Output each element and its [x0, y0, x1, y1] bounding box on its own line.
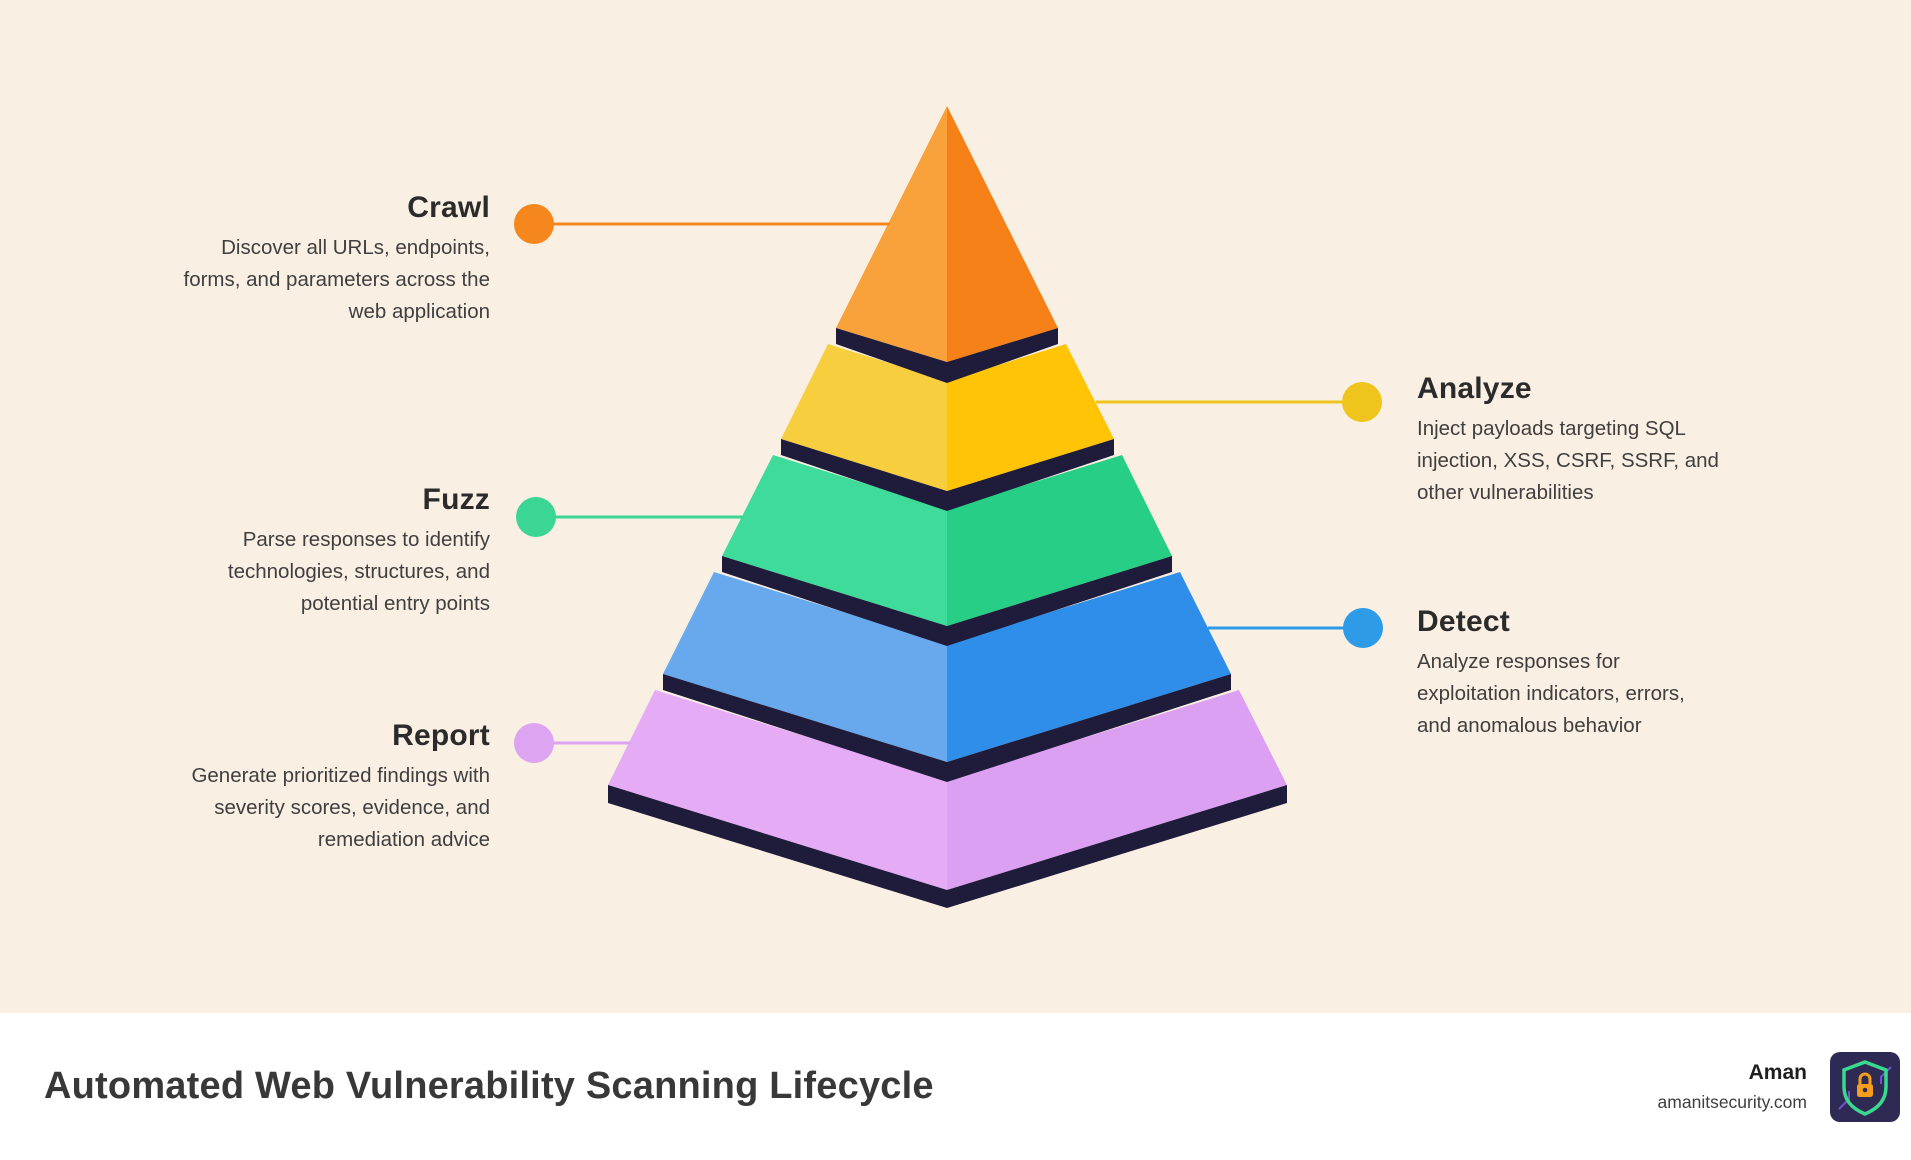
pyramid-level-fuzz-right	[947, 455, 1172, 626]
pyramid-level-analyze-right	[947, 344, 1114, 491]
label-analyze-description: Inject payloads targeting SQL injection,…	[1417, 417, 1719, 504]
circuit-line-icon	[1838, 1090, 1850, 1110]
label-report-description: Generate prioritized findings with sever…	[191, 764, 490, 851]
pyramid-level-fuzz-left	[722, 455, 947, 626]
pyramid-separator-3	[722, 556, 1172, 646]
connector-dot-analyze	[1342, 382, 1382, 422]
footer-title: Automated Web Vulnerability Scanning Lif…	[44, 1065, 934, 1107]
label-crawl-title: Crawl	[407, 191, 490, 224]
pyramid-level-crawl-right	[947, 106, 1058, 362]
pyramid-level-detect-right	[947, 572, 1231, 762]
connector-dot-crawl	[514, 204, 554, 244]
pyramid-level-detect-left	[663, 572, 947, 762]
footer-credit-group: Aman amanitsecurity.com	[1658, 1051, 1901, 1123]
label-fuzz: Fuzz Parse responses to identify technol…	[170, 482, 490, 620]
pyramid-separator-2	[781, 439, 1114, 511]
pyramid-separator-1	[836, 328, 1058, 383]
author-name: Aman	[1748, 1060, 1807, 1084]
author-website: amanitsecurity.com	[1657, 1091, 1807, 1112]
pyramid-level-analyze-left	[781, 344, 947, 491]
label-report-title: Report	[392, 719, 490, 752]
label-detect-title: Detect	[1417, 605, 1510, 638]
connector-dot-report	[514, 723, 554, 763]
label-crawl-description: Discover all URLs, endpoints, forms, and…	[183, 236, 491, 323]
label-report: Report Generate prioritized findings wit…	[170, 718, 490, 856]
label-detect-description: Analyze responses for exploitation indic…	[1417, 650, 1685, 737]
label-crawl: Crawl Discover all URLs, endpoints, form…	[170, 190, 491, 328]
brand-logo	[1830, 1051, 1900, 1122]
label-analyze-title: Analyze	[1417, 372, 1532, 405]
connector-dot-detect	[1343, 608, 1383, 648]
label-fuzz-description: Parse responses to identify technologies…	[227, 528, 490, 615]
pyramid-level-report-left	[608, 690, 947, 890]
keyhole-icon	[1862, 1087, 1868, 1092]
label-analyze: Analyze Inject payloads targeting SQL in…	[1417, 371, 1807, 509]
footer-credit-text: Aman amanitsecurity.com	[1658, 1061, 1807, 1113]
pyramid-level-crawl-left	[836, 106, 947, 362]
lock-shackle-icon	[1858, 1072, 1872, 1084]
pyramid-level-report-right	[947, 690, 1287, 890]
footer-bar: Automated Web Vulnerability Scanning Lif…	[0, 1013, 1911, 1160]
label-detect: Detect Analyze responses for exploitatio…	[1417, 604, 1807, 742]
label-fuzz-title: Fuzz	[422, 483, 490, 516]
shield-icon	[1842, 1059, 1888, 1116]
connector-dot-fuzz	[516, 497, 556, 537]
